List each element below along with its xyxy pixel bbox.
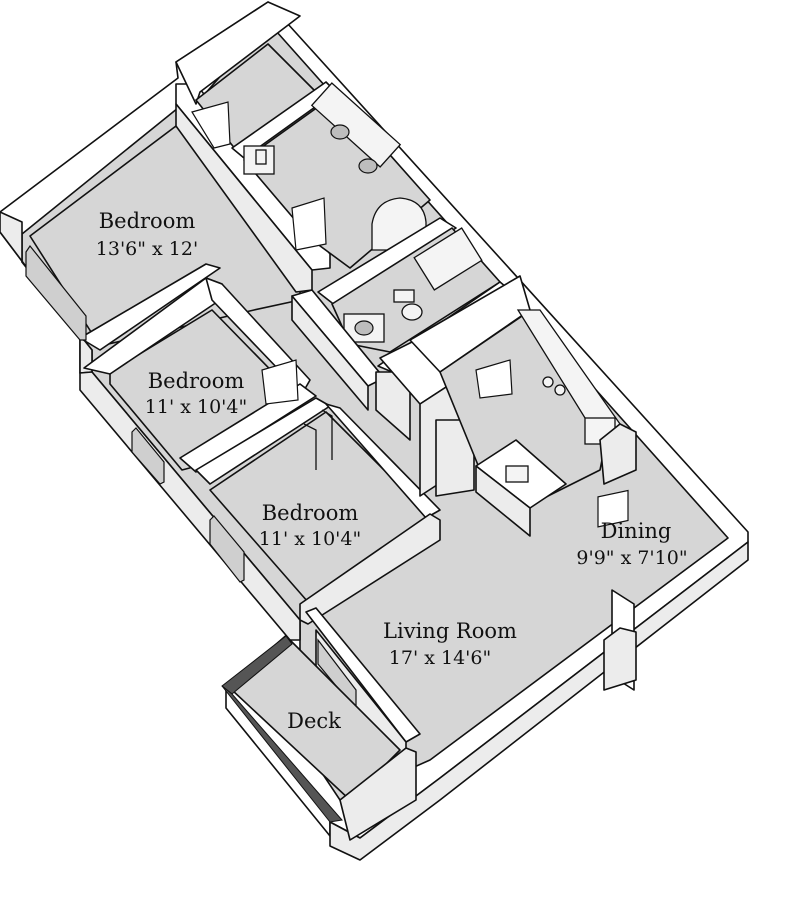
toilet-2-icon [401,303,423,321]
bedroom-3-wall-bottom [299,513,441,625]
sink-2-icon [358,158,378,174]
bedroom-3-wall-right [325,403,441,519]
bath-wall-top [175,1,301,105]
hall-wall-left-face [291,295,369,411]
toilet-2-tank [393,289,415,303]
living-room-dims: 17' x 14'6" [389,647,491,669]
kitchen-wall-right-face [599,423,637,485]
bedroom-2-window [131,427,165,485]
tub-2 [413,227,483,291]
sink-1-icon [330,124,350,140]
bedroom-2-door [261,359,299,405]
bedroom-1-wall-right-face [175,103,313,293]
bedroom-1-dims: 13'6" x 12' [96,238,198,260]
dining-label: Dining [601,519,672,543]
deck-wall [305,607,421,743]
deck-wall-end-face [339,747,417,841]
kitchen-island-face [475,465,531,537]
deck-label: Deck [287,709,341,733]
living-room-label: Living Room [383,619,517,643]
bedroom-3-door-leaf-2 [321,409,333,460]
dining-dims: 9'9" x 7'10" [576,547,687,569]
entry-door [597,489,629,528]
bedroom-3-dims: 11' x 10'4" [259,528,361,550]
hall-bath-wall [317,217,457,307]
stove-burner-2-icon [554,384,566,396]
deck-railing-left [221,685,343,823]
bedroom-1-window [25,244,87,341]
toilet-1-icon [255,149,267,165]
sink-3-icon [354,320,374,336]
kitchen-door [475,359,513,399]
kitchen-sink-icon [505,465,529,483]
bedroom-2-label: Bedroom [148,369,245,393]
bedroom-1-label: Bedroom [99,209,196,233]
bedroom-2-wall-bottom [179,383,317,473]
bedroom-1-wall-bottom [79,263,221,351]
bedroom-3-window [209,515,245,583]
bath-door [291,197,327,251]
bedroom-1-door [191,101,231,149]
bedroom-2-dims: 11' x 10'4" [145,396,247,418]
bedroom-3-label: Bedroom [262,501,359,525]
bedroom-3-door-leaf-1 [303,423,317,470]
stove-burner-1-icon [542,376,554,388]
entry-wall-face [603,627,637,691]
